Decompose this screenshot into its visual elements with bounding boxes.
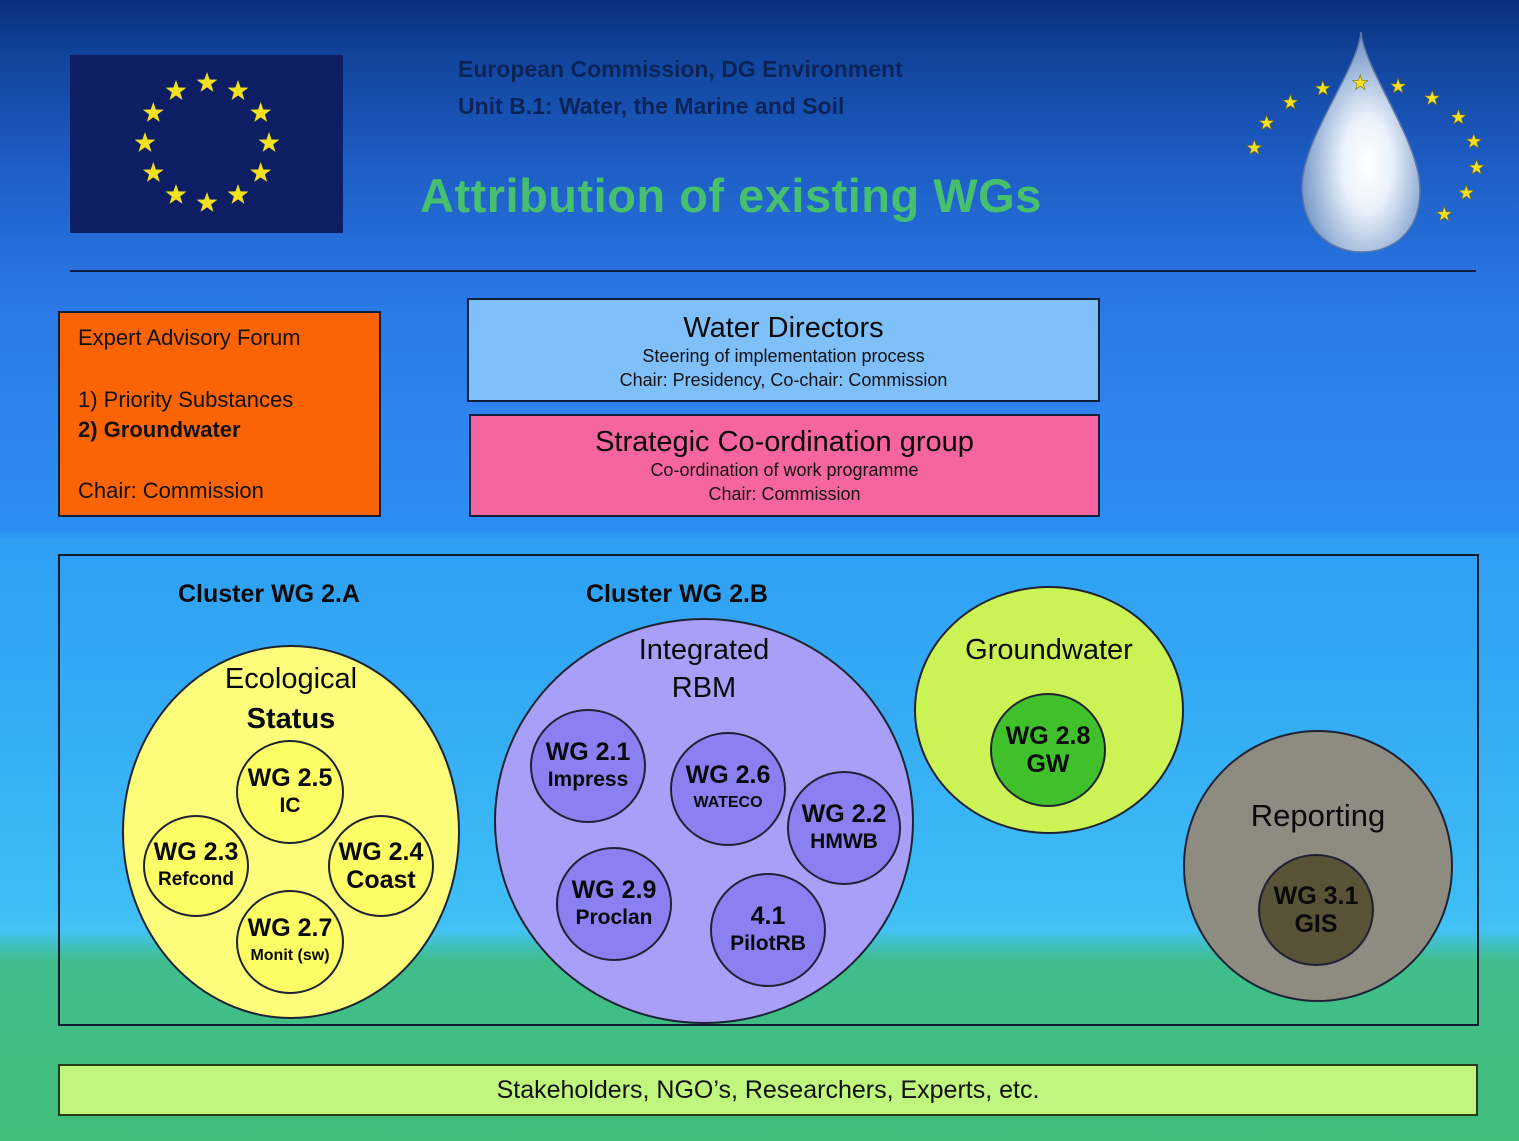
drop-star-icon bbox=[1449, 108, 1467, 125]
drop-star-icon bbox=[1457, 184, 1475, 201]
slide-title: Attribution of existing WGs bbox=[420, 169, 1042, 222]
wg-2-6-name: WATECO bbox=[693, 794, 763, 811]
drop-star-icon bbox=[1245, 139, 1263, 156]
clusters-frame bbox=[58, 554, 1479, 1026]
flag-star-icon bbox=[142, 162, 164, 182]
scg-line-1: Co-ordination of work programme bbox=[650, 460, 919, 480]
wg-2-8-id: WG 2.8 bbox=[1005, 722, 1091, 750]
wg-3-1-circle: WG 3.1 GIS bbox=[1258, 854, 1374, 966]
eu-flag-logo bbox=[70, 55, 343, 233]
flag-star-icon bbox=[165, 183, 187, 204]
expert-advisory-forum-box: Expert Advisory Forum 1) Priority Substa… bbox=[58, 311, 381, 517]
eaf-title: Expert Advisory Forum bbox=[78, 325, 301, 350]
wg-2-1-id: WG 2.1 bbox=[545, 738, 631, 766]
integrated-rbm-label-2: RBM bbox=[671, 672, 737, 704]
drop-star-icon bbox=[1389, 77, 1407, 94]
scg-title: Strategic Co-ordination group bbox=[595, 426, 974, 458]
header-line-2: Unit B.1: Water, the Marine and Soil bbox=[458, 93, 845, 119]
drop-star-icon bbox=[1314, 79, 1332, 96]
drop-star-icon bbox=[1468, 158, 1486, 175]
wg-2-6-id: WG 2.6 bbox=[685, 761, 771, 789]
wg-2-2-circle: WG 2.2 HMWB bbox=[787, 771, 901, 885]
wg-2-3-circle: WG 2.3 Refcond bbox=[143, 815, 249, 917]
flag-star-icon bbox=[227, 80, 249, 100]
wg-3-1-id: WG 3.1 bbox=[1273, 882, 1359, 910]
wg-2-5-name: IC bbox=[279, 794, 301, 817]
flag-star-icon bbox=[165, 80, 187, 100]
ecological-status-label-2: Status bbox=[246, 703, 336, 735]
water-drop-logo bbox=[1245, 31, 1486, 253]
wg-4-1-id: 4.1 bbox=[750, 902, 786, 930]
eaf-item-2: 2) Groundwater bbox=[78, 417, 241, 442]
flag-star-icon bbox=[227, 183, 249, 204]
integrated-rbm-label-1: Integrated bbox=[638, 634, 770, 666]
water-directors-title: Water Directors bbox=[683, 312, 884, 344]
drop-star-icon bbox=[1435, 205, 1453, 222]
wg-2-2-name: HMWB bbox=[810, 830, 878, 853]
flag-star-icon bbox=[142, 102, 164, 122]
eaf-item-1: 1) Priority Substances bbox=[78, 387, 294, 412]
wg-2-3-name: Refcond bbox=[158, 869, 234, 890]
wg-2-5-circle: WG 2.5 IC bbox=[236, 740, 344, 844]
drop-star-icon bbox=[1423, 89, 1441, 106]
wg-2-4-circle: WG 2.4 Coast bbox=[328, 815, 434, 917]
drop-star-icon bbox=[1281, 93, 1299, 110]
drop-star-icon bbox=[1465, 132, 1483, 149]
water-directors-box: Water Directors Steering of implementati… bbox=[467, 298, 1100, 402]
wg-2-7-circle: WG 2.7 Monit (sw) bbox=[236, 890, 344, 994]
wg-3-1-name: GIS bbox=[1294, 910, 1338, 938]
wg-2-1-name: Impress bbox=[547, 768, 629, 791]
flag-star-icon bbox=[196, 192, 218, 212]
wg-2-7-name: Monit (sw) bbox=[250, 947, 330, 964]
flag-star-icon bbox=[258, 132, 280, 152]
wg-2-5-id: WG 2.5 bbox=[247, 764, 333, 792]
water-directors-line-2: Chair: Presidency, Co-chair: Commission bbox=[619, 370, 948, 390]
wg-2-8-name: GW bbox=[1026, 750, 1070, 778]
groundwater-label: Groundwater bbox=[965, 634, 1133, 666]
drop-star-icon bbox=[1351, 74, 1369, 91]
wg-2-2-id: WG 2.2 bbox=[801, 800, 887, 828]
wg-2-4-name: Coast bbox=[346, 866, 416, 894]
wg-2-4-id: WG 2.4 bbox=[338, 838, 424, 866]
flag-star-icon bbox=[250, 162, 272, 182]
wg-2-6-circle: WG 2.6 WATECO bbox=[670, 732, 786, 846]
strategic-coordination-box: Strategic Co-ordination group Co-ordinat… bbox=[469, 414, 1100, 517]
wg-2-8-circle: WG 2.8 GW bbox=[990, 693, 1106, 807]
reporting-label: Reporting bbox=[1250, 798, 1386, 833]
stakeholders-bar: Stakeholders, NGO’s, Researchers, Expert… bbox=[58, 1064, 1478, 1116]
flag-star-icon bbox=[250, 102, 272, 122]
wg-4-1-circle: 4.1 PilotRB bbox=[710, 873, 826, 987]
flag-star-icon bbox=[196, 72, 218, 92]
wg-4-1-name: PilotRB bbox=[730, 932, 806, 955]
wg-2-9-name: Proclan bbox=[575, 906, 653, 929]
eaf-chair: Chair: Commission bbox=[78, 478, 264, 503]
wg-2-1-circle: WG 2.1 Impress bbox=[530, 709, 646, 823]
water-directors-line-1: Steering of implementation process bbox=[642, 346, 925, 366]
wg-2-7-id: WG 2.7 bbox=[247, 914, 333, 942]
header-line-1: European Commission, DG Environment bbox=[458, 56, 903, 82]
flag-star-icon bbox=[134, 132, 156, 152]
wg-2-9-id: WG 2.9 bbox=[571, 876, 657, 904]
ecological-status-label-1: Ecological bbox=[224, 663, 358, 695]
scg-line-2: Chair: Commission bbox=[708, 484, 861, 504]
header-divider bbox=[70, 270, 1476, 272]
wg-2-9-circle: WG 2.9 Proclan bbox=[556, 847, 672, 961]
drop-star-icon bbox=[1258, 114, 1276, 131]
cluster-2b-label: Cluster WG 2.B bbox=[586, 580, 768, 608]
wg-2-3-id: WG 2.3 bbox=[153, 838, 239, 866]
cluster-2a-label: Cluster WG 2.A bbox=[178, 580, 360, 608]
